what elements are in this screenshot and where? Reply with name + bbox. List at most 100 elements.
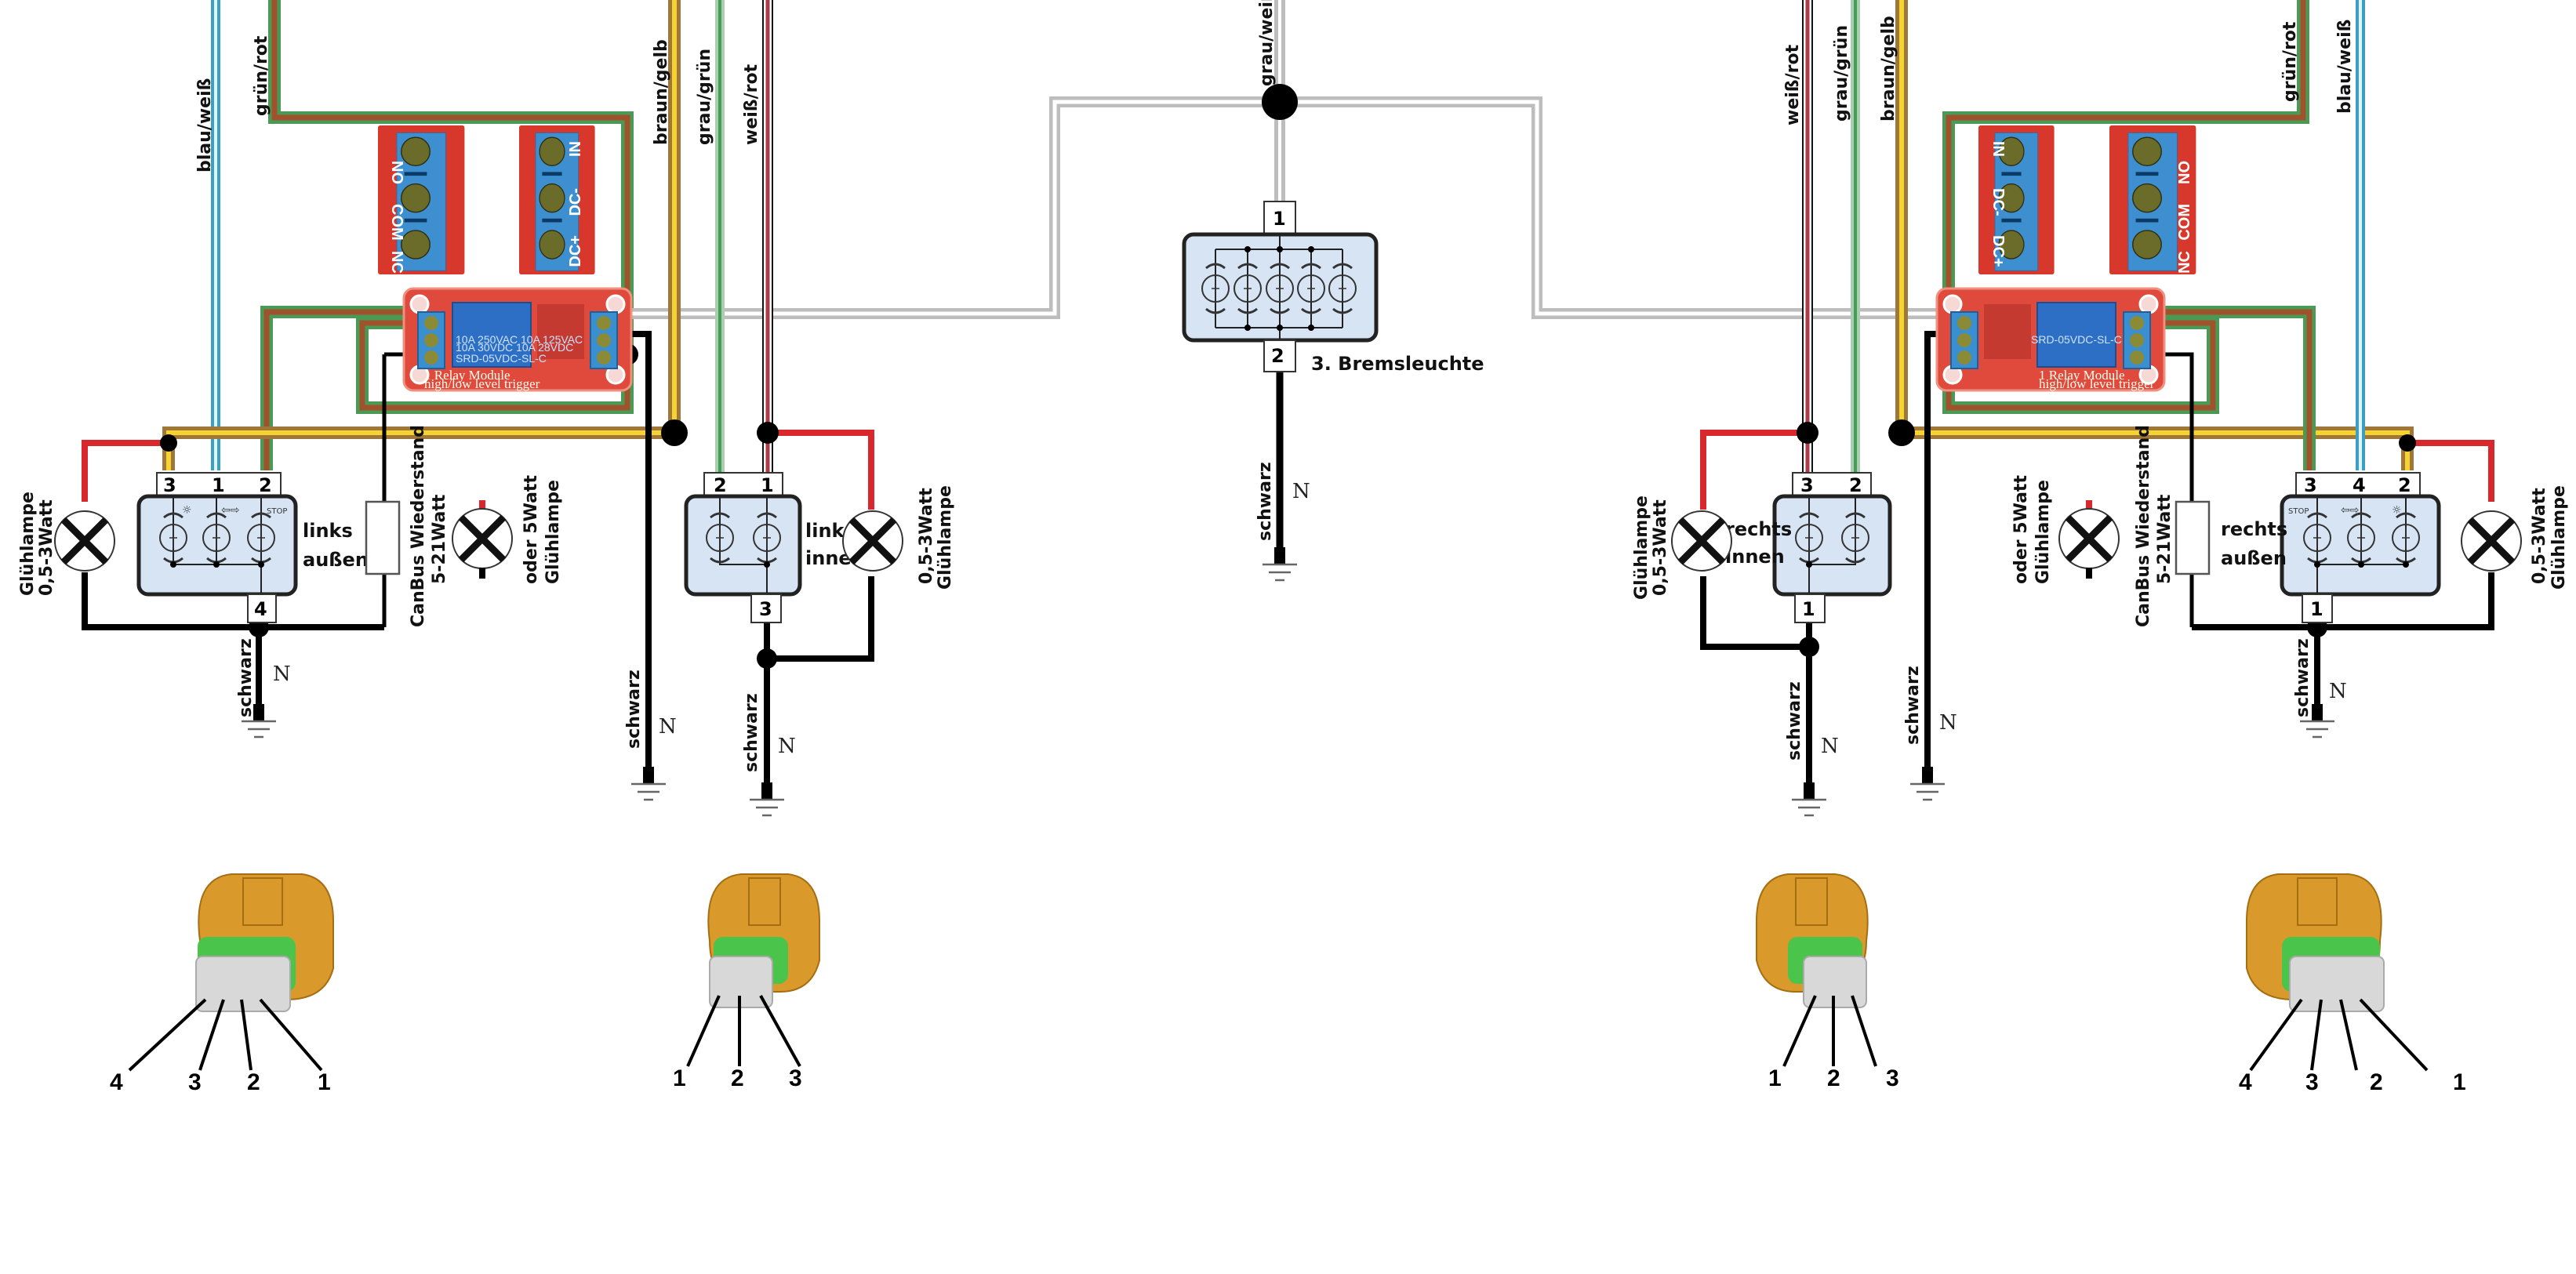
ground-icon bbox=[1261, 546, 1299, 582]
connector-pin-label: 1 bbox=[2453, 1069, 2466, 1095]
lamp-label: 0,5-3Watt bbox=[917, 488, 936, 584]
terminal-no: NO bbox=[2176, 161, 2193, 184]
lamp-icon-inner-left bbox=[843, 511, 903, 571]
lamp-label: Glühlampe bbox=[2549, 485, 2569, 590]
pin-label: 1 bbox=[2310, 598, 2323, 620]
junction-dot bbox=[661, 419, 688, 446]
light-label: rechts bbox=[1725, 518, 1792, 540]
turn-signal-icon: ⇦⇨ bbox=[221, 504, 239, 517]
wire-label: schwarz bbox=[742, 693, 761, 772]
pin-label: 2 bbox=[1849, 474, 1862, 496]
wire-label: blau/weiß bbox=[195, 78, 215, 172]
right-outer-connector bbox=[2246, 873, 2429, 1072]
resistor-label: CanBus Wiederstand bbox=[2134, 425, 2153, 627]
light-left-outer[interactable]: 3 1 2 ☼ ⇦⇨ STOP 4 links außen bbox=[136, 472, 369, 623]
wire-red-lamp-inner-right bbox=[1700, 430, 1808, 510]
ground-icon bbox=[1909, 765, 1946, 801]
wire-label: weiß/rot bbox=[742, 64, 761, 145]
resistor-label: CanBus Wiederstand bbox=[409, 425, 428, 627]
pin-tab bbox=[156, 472, 282, 497]
light-label: außen bbox=[2221, 547, 2287, 569]
light-label: innen bbox=[1725, 546, 1785, 568]
connector-pin-label: 4 bbox=[2239, 1069, 2252, 1095]
canbus-resistor-left bbox=[365, 500, 401, 575]
canbus-resistor-right bbox=[2175, 500, 2211, 575]
lamp-label: 0,5-3Watt bbox=[1651, 499, 1670, 596]
ground-n-label: N bbox=[659, 715, 677, 739]
ground-icon bbox=[1790, 781, 1828, 817]
junction-dot bbox=[1799, 637, 1819, 657]
svg-text:1 Relay Module: 1 Relay Module bbox=[2039, 368, 2125, 383]
terminal-dc-plus: DC+ bbox=[567, 235, 584, 267]
pin-label: 1 bbox=[761, 474, 774, 496]
light-right-inner[interactable]: 3 2 1 rechts innen bbox=[1725, 472, 1892, 623]
pin-label: 3 bbox=[163, 474, 176, 496]
left-outer-connector bbox=[128, 873, 334, 1072]
junction-dot bbox=[757, 648, 777, 669]
connector-pin-label: 2 bbox=[2370, 1069, 2383, 1095]
pin-tab bbox=[2295, 472, 2421, 497]
lamp-label: Glühlampe bbox=[936, 485, 955, 590]
light-left-inner[interactable]: 2 1 3 links innen bbox=[684, 472, 865, 623]
resistor-label: 5-21Watt bbox=[2155, 494, 2175, 584]
terminal-dc-plus: DC+ bbox=[1989, 235, 2007, 267]
terminal-dc-minus: DC- bbox=[1989, 188, 2007, 216]
ground-n-label: N bbox=[1939, 711, 1957, 735]
pin-tab bbox=[1794, 593, 1826, 623]
ground-n-label: N bbox=[2329, 680, 2347, 703]
pin-label: 2 bbox=[714, 474, 727, 496]
connector-pin-label: 1 bbox=[1768, 1065, 1782, 1091]
ground-icon bbox=[748, 781, 786, 817]
terminal-in: IN bbox=[567, 141, 584, 157]
stop-light-icon: STOP bbox=[267, 507, 287, 516]
ground-n-label: N bbox=[1821, 735, 1839, 758]
wire-red-lamp-outer-left bbox=[82, 440, 169, 502]
alt-lamp-right bbox=[2059, 500, 2119, 579]
tail-light-icon: ☼ bbox=[2392, 504, 2402, 517]
terminal-com: COM bbox=[388, 204, 405, 241]
pin-tab bbox=[2302, 593, 2333, 623]
wire-label: blau/weiß bbox=[2335, 20, 2355, 114]
pin-label: 3 bbox=[759, 598, 772, 620]
junction-dot bbox=[160, 434, 177, 452]
terminal-no: NO bbox=[388, 161, 405, 184]
wire-black-relay-canbus-right bbox=[2164, 352, 2194, 627]
connector-pin-label: 4 bbox=[110, 1069, 123, 1095]
connector-pin-label: 1 bbox=[673, 1065, 686, 1091]
pin-label: 4 bbox=[254, 598, 267, 620]
resistor-label: 5-21Watt bbox=[430, 494, 449, 584]
ground-n-label: N bbox=[1292, 480, 1310, 503]
ground-n-label: N bbox=[273, 662, 291, 686]
lamp-label: Glühlampe bbox=[1632, 495, 1651, 600]
wire-red-lamp-outer-right bbox=[2407, 440, 2494, 502]
svg-text:1 Relay Module: 1 Relay Module bbox=[424, 368, 510, 383]
wire-label: schwarz bbox=[1255, 462, 1275, 541]
terminal-dc-minus: DC- bbox=[567, 188, 584, 216]
stop-light-icon: STOP bbox=[2288, 507, 2309, 516]
brake-light[interactable]: 1 2 3. Bremsleuchte bbox=[1182, 201, 1484, 375]
wire-label: schwarz bbox=[1785, 681, 1804, 760]
pin-tab bbox=[1792, 472, 1872, 497]
terminal-in: IN bbox=[1989, 141, 2007, 157]
relay-right: IN DC- DC+ NO COM NC SRD-05VDC-SL-C 1 Re… bbox=[1935, 125, 2197, 392]
alt-lamp-label: oder 5Watt bbox=[2011, 475, 2031, 584]
lamp-icon-outer-left bbox=[55, 511, 114, 571]
alt-lamp-label: Glühlampe bbox=[2033, 480, 2053, 584]
pin-tab bbox=[1263, 339, 1296, 372]
pin-label: 3 bbox=[2304, 474, 2317, 496]
terminal-nc: NC bbox=[2176, 251, 2193, 274]
pin-label: 3 bbox=[1800, 474, 1814, 496]
connector-pin-label: 3 bbox=[1886, 1065, 1899, 1091]
light-right-outer[interactable]: 3 4 2 STOP ⇦⇨ ☼ 1 rechts außen bbox=[2221, 472, 2441, 623]
relay-module-board: 10A 250VAC 10A 125VAC 10A 30VDC 10A 28VD… bbox=[402, 287, 633, 392]
wire-label: schwarz bbox=[624, 670, 644, 749]
ground-icon bbox=[630, 765, 667, 801]
alt-lamp-label: Glühlampe bbox=[543, 480, 563, 584]
lamp-icon-inner-right bbox=[1672, 511, 1731, 571]
wire-label: grün/rot bbox=[2280, 21, 2300, 102]
junction-dot bbox=[2399, 434, 2416, 452]
brake-light-label: 3. Bremsleuchte bbox=[1311, 353, 1484, 375]
wire-gruen-rot-left bbox=[260, 0, 634, 470]
alt-lamp-label: oder 5Watt bbox=[521, 475, 541, 584]
